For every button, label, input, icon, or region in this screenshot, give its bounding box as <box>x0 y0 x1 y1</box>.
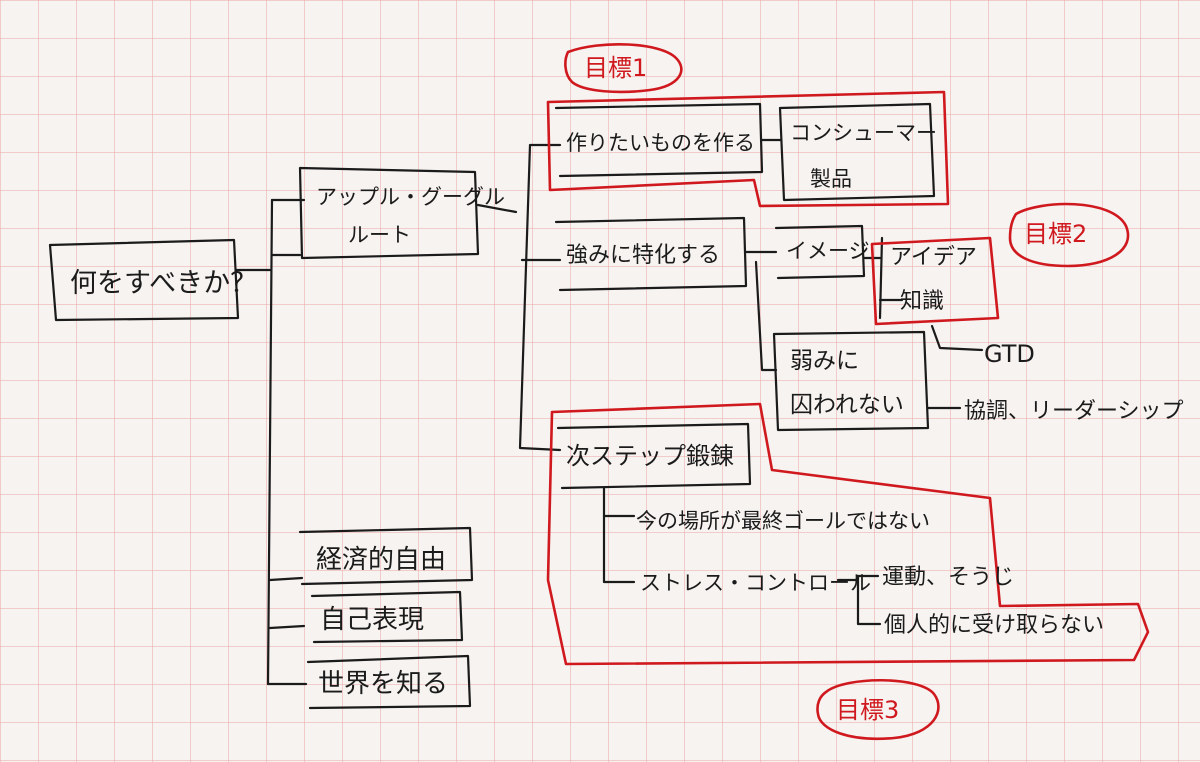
world-label: 世界を知る <box>318 669 448 699</box>
goal1-bubble <box>564 43 683 94</box>
personal-label: 個人的に受け取らない <box>884 613 1104 638</box>
goal2-bubble <box>1008 202 1130 268</box>
exercise-label: 運動、そうじ <box>882 565 1014 590</box>
goal3-bubble <box>816 678 940 741</box>
expression-label: 自己表現 <box>320 605 424 635</box>
expression-box <box>310 590 464 644</box>
apple-route-line-2: ルート <box>348 223 411 247</box>
freedom-box <box>298 526 474 586</box>
ink-texts: 何をすべきか？ アップル・グーグル ルート 経済的自由 自己表現 世界を知る 作… <box>70 121 1184 699</box>
consumer-line-1: コンシューマー <box>790 121 937 145</box>
image-label: イメージ <box>786 239 870 263</box>
cooperation-label: 協調、リーダーシップ <box>964 399 1184 424</box>
world-box <box>306 654 472 710</box>
not-final-label: 今の場所が最終ゴールではない <box>636 509 930 533</box>
goal1-label: 目標1 <box>584 54 647 82</box>
apple-route-box <box>298 166 480 260</box>
root-box <box>48 238 240 322</box>
ink-structure <box>48 102 984 710</box>
image-box <box>774 224 866 280</box>
weakness-box <box>772 330 930 432</box>
gtd-line <box>930 324 984 352</box>
spine-ticks <box>266 198 308 686</box>
goal3-frame <box>546 402 1150 666</box>
weakness-line-2: 囚われない <box>790 392 904 418</box>
idea-knowledge-label: アイデア 知識 <box>890 245 984 314</box>
freedom-label: 経済的自由 <box>316 545 446 575</box>
goal2-frame <box>870 236 1000 326</box>
next-step-branch <box>602 486 636 584</box>
specialize-branch <box>744 250 778 372</box>
apple-spine <box>476 143 562 452</box>
stress-label: ストレス・コントロール <box>640 571 871 595</box>
apple-route-label: アップル・グーグル ルート <box>316 185 512 247</box>
make-box <box>554 102 764 178</box>
next-step-box <box>556 422 752 490</box>
consumer-box <box>760 102 936 202</box>
next-step-label: 次ステップ鍛錬 <box>566 442 734 470</box>
weakness-label: 弱みに 囚われない <box>790 348 904 418</box>
goal2-label: 目標2 <box>1024 220 1087 248</box>
consumer-label: コンシューマー 製品 <box>790 121 944 191</box>
knowledge-line: 知識 <box>900 289 944 314</box>
red-pen-annotations <box>546 43 1150 741</box>
apple-route-line-1: アップル・グーグル <box>316 185 505 209</box>
idea-line: アイデア <box>890 245 977 270</box>
specialize-label: 強みに特化する <box>566 243 720 268</box>
root-spine <box>234 198 274 686</box>
goal-labels: 目標1 目標2 目標3 <box>584 54 1087 724</box>
goal1-frame <box>546 90 950 208</box>
make-label: 作りたいものを作る <box>566 131 755 155</box>
goal3-label: 目標3 <box>836 696 899 724</box>
gtd-label: GTD <box>984 340 1035 368</box>
root-label: 何をすべきか？ <box>70 268 257 299</box>
weakness-line-1: 弱みに <box>790 348 859 374</box>
consumer-line-2: 製品 <box>810 167 852 191</box>
stress-branch <box>836 574 882 626</box>
